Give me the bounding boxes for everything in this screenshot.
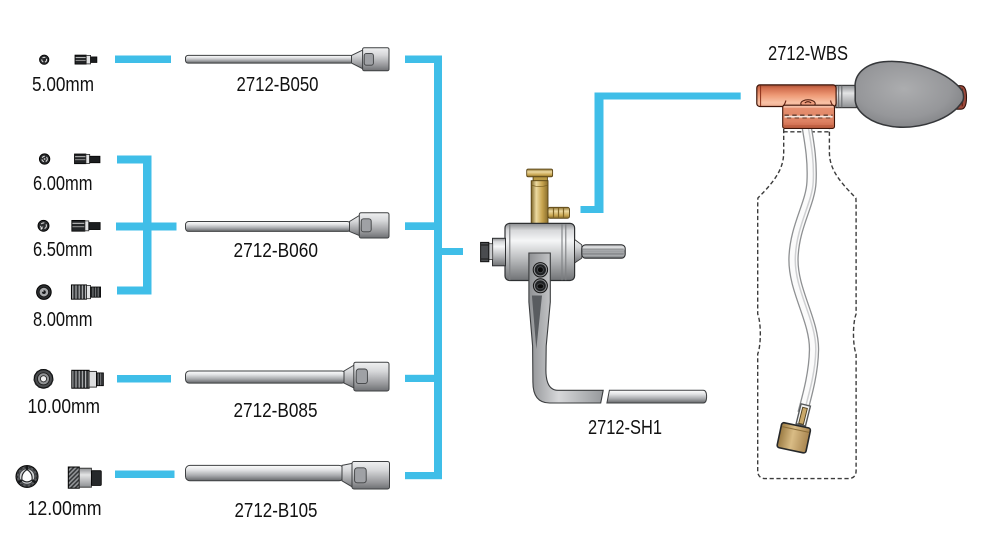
svg-text:8.00mm: 8.00mm [33,309,93,331]
svg-text:2712-B060: 2712-B060 [234,240,319,262]
svg-text:2712-WBS: 2712-WBS [768,43,848,65]
svg-text:5.00mm: 5.00mm [32,74,94,96]
svg-text:2712-B050: 2712-B050 [237,74,319,96]
svg-text:6.00mm: 6.00mm [33,173,93,195]
svg-text:2712-B105: 2712-B105 [235,500,318,522]
svg-text:2712-B085: 2712-B085 [234,400,318,422]
svg-text:2712-SH1: 2712-SH1 [588,417,662,439]
svg-text:12.00mm: 12.00mm [28,498,102,520]
svg-text:6.50mm: 6.50mm [33,239,93,261]
svg-text:10.00mm: 10.00mm [28,396,101,418]
